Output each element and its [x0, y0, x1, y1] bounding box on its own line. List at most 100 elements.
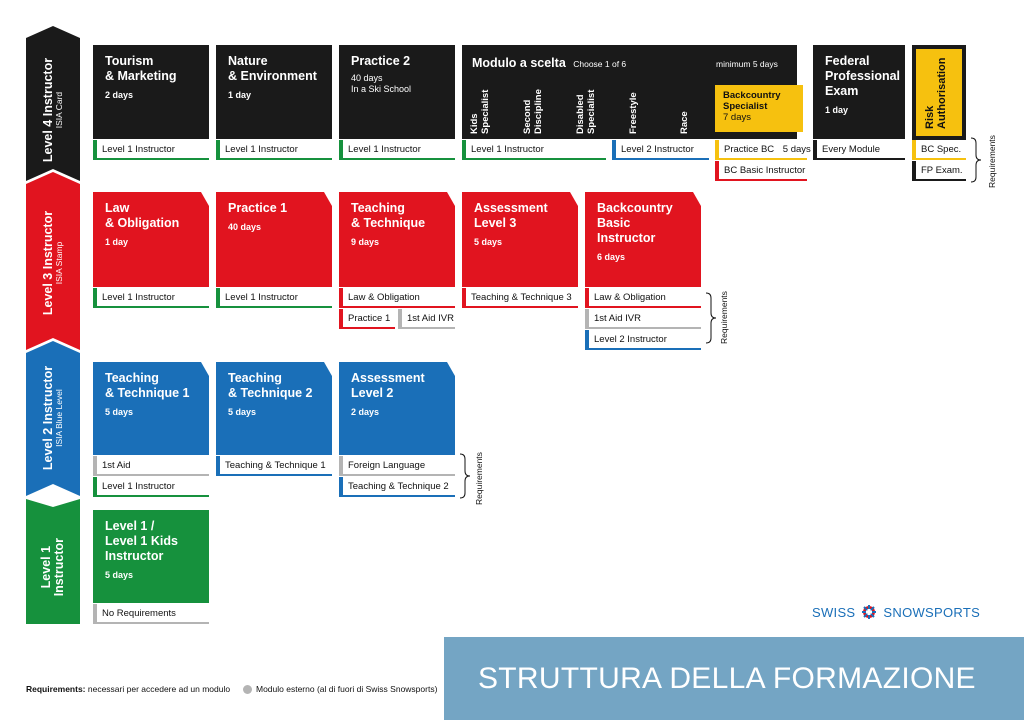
requirement-row: 1st Aid IVR	[398, 309, 455, 329]
requirement-row: Teaching & Technique 2	[339, 477, 455, 497]
module-bc-basic-shape	[585, 192, 701, 287]
module-tt1-shape	[93, 362, 209, 455]
module-teaching-technique-2: Teaching & Technique 2 5 days	[216, 362, 332, 455]
level-4-label: Level 4 Instructor ISIA Card	[26, 42, 80, 178]
logo-text-snowsports: SNOWSPORTS	[883, 604, 981, 620]
module-days: 7 days	[723, 112, 751, 123]
module-title: Teaching & Technique 2	[228, 371, 313, 400]
module-days: 9 days	[351, 237, 380, 247]
requirement-row: Level 1 Instructor	[462, 140, 606, 160]
level-3-label: Level 3 Instructor ISIA Stamp	[26, 188, 80, 338]
module-title: Assessment Level 3	[474, 201, 548, 230]
requirement-row: Foreign Language	[339, 456, 455, 476]
module-title: Backcountry Specialist	[723, 90, 781, 112]
option-race: Race	[679, 111, 690, 134]
level-3-modules	[93, 192, 701, 287]
module-nature-environment: Nature & Environment 1 day	[216, 45, 332, 139]
module-backcountry-basic-instructor: Backcountry Basic Instructor 6 days	[585, 192, 701, 286]
module-teaching-technique-shape	[339, 192, 455, 287]
module-law-obligation: Law & Obligation 1 day	[93, 192, 209, 286]
module-days: 6 days	[597, 252, 626, 262]
requirements-brace	[459, 453, 471, 499]
requirement-row: Law & Obligation	[339, 288, 455, 308]
requirement-row: 1st Aid IVR	[585, 309, 701, 329]
module-title: Risk Authorisation	[924, 57, 948, 130]
logo-text-swiss: SWISS	[812, 604, 856, 620]
requirement-row: Level 1 Instructor	[216, 288, 332, 308]
module-title: Teaching & Technique	[351, 201, 426, 230]
requirement-row: Level 1 Instructor	[93, 477, 209, 497]
module-days: 5 days	[228, 407, 257, 417]
module-assessment-level-2: Assessment Level 2 2 days	[339, 362, 455, 455]
module-risk-authorisation: Risk Authorisation	[916, 49, 962, 136]
modulo-minimum: minimum 5 days	[716, 59, 778, 69]
level-3-arrow	[26, 172, 80, 350]
level-1-sub: Instructor	[52, 537, 66, 597]
level-3-sub: ISIA Stamp	[54, 241, 65, 285]
level-3-title: Level 3 Instructor	[40, 210, 55, 316]
footnote-requirements: Requirements: necessari per accedere ad …	[26, 684, 230, 694]
module-title: Teaching & Technique 1	[105, 371, 190, 400]
module-days: 40 days	[228, 222, 262, 232]
page-title-banner: STRUTTURA DELLA FORMAZIONE	[444, 637, 1024, 720]
module-backcountry-specialist: Backcountry Specialist 7 days	[715, 85, 803, 132]
module-title: Backcountry Basic Instructor	[597, 201, 673, 245]
module-title: Federal Professional Exam	[825, 54, 901, 98]
requirement-row: Level 2 Instructor	[612, 140, 709, 160]
module-federal-professional-exam: Federal Professional Exam 1 day	[813, 45, 905, 139]
module-title: Law & Obligation	[105, 201, 180, 230]
requirement-row: Level 1 Instructor	[339, 140, 455, 160]
level-1-title: Level 1	[38, 545, 53, 589]
module-tt2-shape	[216, 362, 332, 455]
requirement-row: Practice 1	[339, 309, 395, 329]
requirement-row: Every Module	[813, 140, 905, 160]
level-2-arrow	[26, 341, 80, 496]
module-title: Level 1 / Level 1 Kids Instructor	[105, 519, 178, 563]
requirements-brace	[970, 137, 982, 183]
page-title: STRUTTURA DELLA FORMAZIONE	[478, 661, 976, 695]
requirement-row: Law & Obligation	[585, 288, 701, 308]
module-practice-1: Practice 1 40 days	[216, 192, 332, 286]
module-title: Nature & Environment	[228, 54, 317, 83]
requirement-row: Teaching & Technique 1	[216, 456, 332, 476]
requirements-brace	[705, 292, 717, 344]
module-risk-authorisation-frame: Risk Authorisation	[912, 45, 966, 140]
requirement-row: Teaching & Technique 3	[462, 288, 578, 308]
level-4-sub: ISIA Card	[54, 91, 65, 129]
requirement-row: FP Exam.	[912, 161, 966, 181]
level-1-arrow	[26, 499, 80, 624]
module-assessment-2-shape	[339, 362, 455, 455]
requirements-label: Requirements	[474, 452, 484, 505]
requirement-row: BC Spec.	[912, 140, 966, 160]
module-tourism-marketing: Tourism & Marketing 2 days	[93, 45, 209, 139]
module-days: 2 days	[351, 407, 380, 417]
level-2-title: Level 2 Instructor	[40, 365, 55, 471]
requirement-row-practice-bc: Practice BC 5 days	[715, 140, 811, 160]
level-2-label: Level 2 Instructor ISIA Blue Level	[26, 355, 80, 481]
requirement-row: Level 1 Instructor	[216, 140, 332, 160]
module-assessment-level-3: Assessment Level 3 5 days	[462, 192, 578, 286]
footnote-requirements-label: Requirements:	[26, 684, 86, 694]
module-days: 1 day	[228, 90, 252, 100]
requirement-row: Level 2 Instructor	[585, 330, 701, 350]
module-law-obligation-shape	[93, 192, 209, 287]
module-title: Practice 2	[351, 54, 411, 68]
footnote-requirements-text: necessari per accedere ad un modulo	[85, 684, 231, 694]
requirement-row: 1st Aid	[93, 456, 209, 476]
requirement-row: BC Basic Instructor	[715, 161, 807, 181]
module-days: 2 days	[105, 90, 134, 100]
requirement-days: 5 days	[782, 144, 811, 155]
requirement-text: Practice BC	[724, 144, 775, 155]
level-2-modules	[93, 362, 455, 455]
module-title: Tourism & Marketing	[105, 54, 177, 83]
requirements-label: Requirements	[987, 135, 997, 188]
footnote-external-text: Modulo esterno (al di fuori di Swiss Sno…	[256, 684, 438, 694]
snowflake-icon	[862, 605, 877, 619]
module-practice-1-shape	[216, 192, 332, 287]
module-days: 1 day	[105, 237, 129, 247]
level-4-title: Level 4 Instructor	[40, 57, 55, 163]
module-teaching-technique-1: Teaching & Technique 1 5 days	[93, 362, 209, 455]
module-days: 5 days	[105, 570, 134, 580]
module-title: Assessment Level 2	[351, 371, 425, 400]
modulo-choose: Choose 1 of 6	[573, 59, 627, 69]
